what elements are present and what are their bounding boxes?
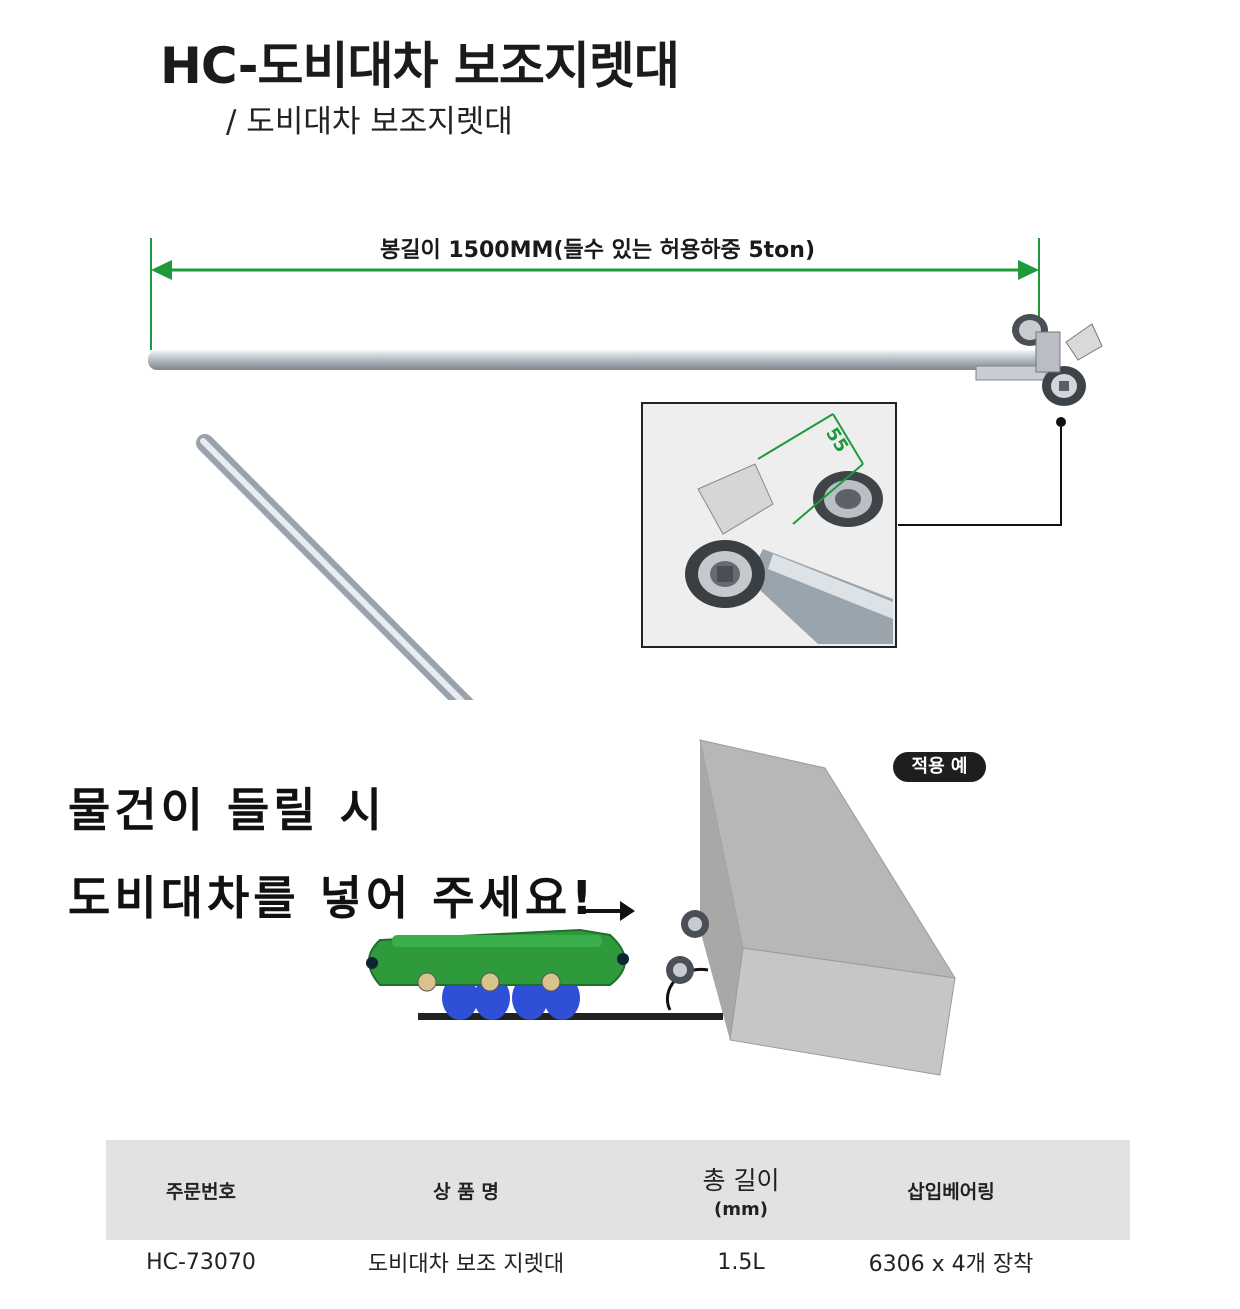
header-product-name: 상 품 명 bbox=[296, 1140, 636, 1240]
example-badge: 적용 예 bbox=[893, 752, 986, 782]
page-subtitle: / 도비대차 보조지렛대 bbox=[226, 104, 513, 140]
dolly-cart bbox=[366, 928, 629, 1020]
spec-header-row: 주문번호 상 품 명 총 길이 (mm) 삽입베어링 bbox=[106, 1140, 1130, 1240]
cargo-box-front bbox=[729, 947, 956, 1076]
cell-length: 1.5L bbox=[717, 1249, 765, 1275]
header-order-no: 주문번호 bbox=[106, 1140, 296, 1240]
cell-bearing: 6306 x 4개 장착 bbox=[868, 1252, 1034, 1277]
bracket-plate bbox=[975, 365, 1047, 381]
table-row: HC-73070 도비대차 보조 지렛대 1.5L 6306 x 4개 장착 bbox=[106, 1240, 1130, 1284]
header-length-main: 총 길이 bbox=[702, 1165, 780, 1195]
inset-illustration bbox=[643, 404, 895, 646]
header-length: 총 길이 (mm) bbox=[636, 1140, 846, 1240]
application-example bbox=[366, 739, 956, 1076]
insert-arrow bbox=[620, 901, 635, 921]
header-spacer bbox=[1056, 1140, 1130, 1240]
caption-line-2: 도비대차를 넣어 주세요! bbox=[68, 871, 597, 925]
dimension-arrow-left bbox=[151, 260, 172, 280]
cell-spacer bbox=[1056, 1240, 1130, 1284]
lever-bar bbox=[148, 350, 1048, 370]
head-wheels bbox=[1012, 314, 1103, 406]
cargo-box-side bbox=[700, 740, 743, 1040]
caption-line-1: 물건이 들릴 시 bbox=[68, 783, 386, 837]
lever-diagram bbox=[148, 238, 1103, 700]
dimension-arrow-right bbox=[1018, 260, 1039, 280]
header-bearing: 삽입베어링 bbox=[846, 1140, 1056, 1240]
header-length-unit: (mm) bbox=[714, 1198, 768, 1220]
inset-detail: 55 bbox=[641, 402, 897, 648]
cell-product-name: 도비대차 보조 지렛대 bbox=[367, 1252, 565, 1277]
connector-line bbox=[898, 422, 1062, 526]
diagonal-lever-bar bbox=[196, 434, 474, 700]
page-title: HC-도비대차 보조지렛대 bbox=[160, 37, 680, 95]
spec-table: 주문번호 상 품 명 총 길이 (mm) 삽입베어링 HC-73070 도비대차… bbox=[106, 1140, 1130, 1284]
cell-order-no: HC-73070 bbox=[146, 1249, 256, 1275]
dimension-label: 봉길이 1500MM(들수 있는 허용하중 5ton) bbox=[380, 238, 816, 263]
